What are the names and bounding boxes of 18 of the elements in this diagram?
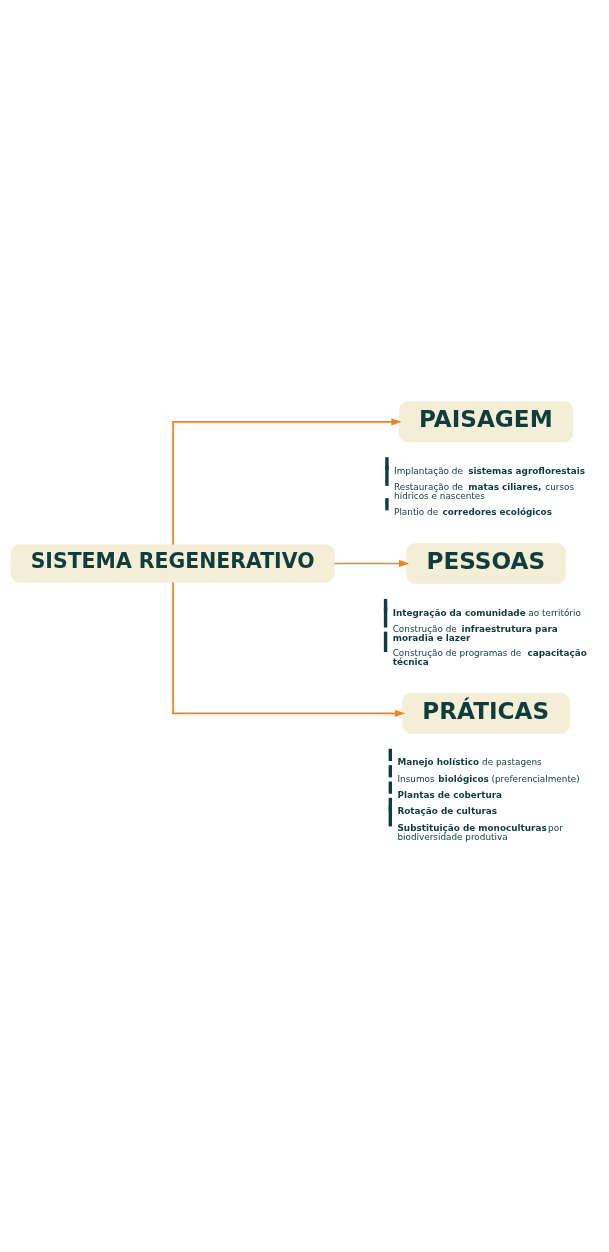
node-label: Implantação de sistemas agroflorestais: [394, 465, 586, 476]
node-box: PRÁTICAS: [402, 692, 570, 734]
node-box: PESSOAS: [406, 543, 566, 584]
node-label: Plantas de cobertura: [397, 790, 503, 801]
node-label: Substituição de monoculturas por biodiversidade produtiva: [397, 822, 563, 842]
node-label: Manejo holístico de pastagens: [397, 757, 542, 768]
node-label: Construção de infraestrutura para moradia e lazer: [392, 623, 558, 643]
node-label: Restauração de matas ciliares, cursos hídricos e nascentes: [394, 482, 575, 502]
node-label: Insumos biológicos (preferencialmente): [397, 773, 580, 784]
node-label: Integração da comunidade ao território: [392, 607, 581, 618]
node-box: SISTEMA REGENERATIVO: [10, 544, 335, 583]
arrow: [172, 418, 402, 546]
node-label: Plantio de corredores ecológicos: [394, 506, 552, 517]
arrow: [172, 581, 406, 717]
node-box: PAISAGEM: [398, 401, 574, 443]
arrow: [333, 559, 410, 568]
node-label: Rotação de culturas: [397, 806, 498, 817]
node-label: Construção de programas de capacitação técnica: [392, 648, 587, 668]
